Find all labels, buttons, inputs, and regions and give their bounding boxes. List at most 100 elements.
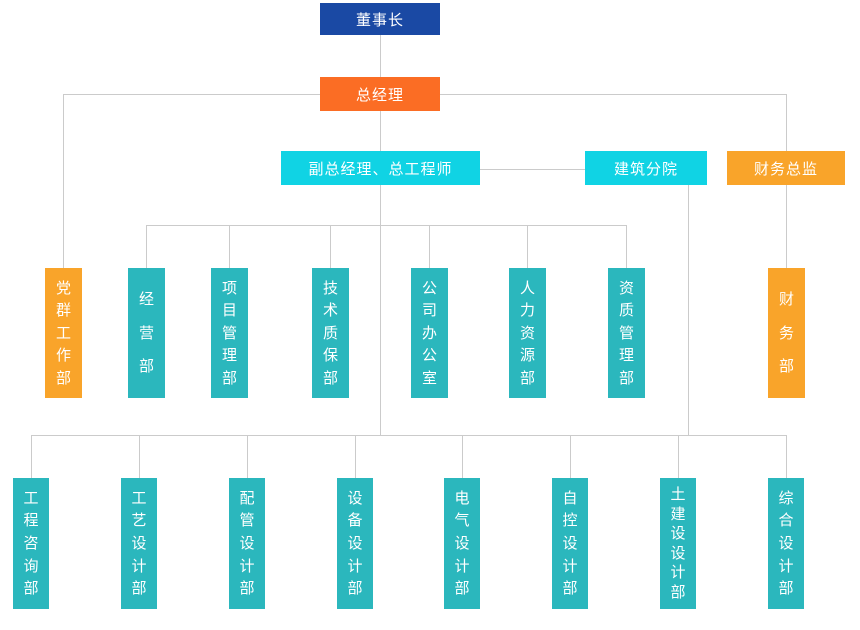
org-node-label-char: 电 xyxy=(454,488,470,507)
org-node-business-dept: 经营部 xyxy=(128,268,165,398)
org-node-label-char: 管 xyxy=(239,511,255,530)
org-node-label-char: 资 xyxy=(519,323,535,342)
org-node-label-char: 设 xyxy=(347,488,363,507)
org-node-piping-design-dept: 配管设计部 xyxy=(229,478,265,609)
org-node-equipment-design-dept: 设备设计部 xyxy=(337,478,373,609)
connector-drop-automation-design xyxy=(570,435,571,478)
org-node-label: 董事长 xyxy=(355,10,404,29)
org-node-label-char: 计 xyxy=(239,556,255,575)
org-node-label-char: 设 xyxy=(454,533,470,552)
connector-drop-hr-dept xyxy=(527,225,528,268)
org-node-label: 总经理 xyxy=(355,85,404,104)
org-node-label-char: 群 xyxy=(55,301,71,319)
org-node-label-char: 设 xyxy=(347,533,363,552)
org-node-architecture-branch: 建筑分院 xyxy=(585,151,707,185)
org-node-label-char: 工 xyxy=(131,488,147,507)
org-node-electrical-design-dept: 电气设计部 xyxy=(444,478,480,609)
connector-drop-project-dept xyxy=(229,225,230,268)
org-node-label-char: 询 xyxy=(23,556,39,575)
org-node-label-char: 综 xyxy=(778,488,794,507)
org-node-label-char: 设 xyxy=(778,533,794,552)
org-node-label-char: 作 xyxy=(55,346,71,364)
org-node-label-char: 计 xyxy=(347,556,363,575)
connector-deputy-down-trunk xyxy=(380,185,381,435)
org-node-label-char: 务 xyxy=(778,323,794,342)
org-node-label-char: 经 xyxy=(138,289,154,308)
org-node-label-char: 设 xyxy=(239,533,255,552)
org-node-label-char: 部 xyxy=(670,582,686,601)
org-node-label-char: 司 xyxy=(421,301,437,319)
org-node-label-char: 气 xyxy=(454,511,470,530)
org-node-label-char: 部 xyxy=(778,357,794,376)
connector-drop-engineering-consulting xyxy=(31,435,32,478)
org-node-label-char: 计 xyxy=(131,556,147,575)
org-node-label-char: 部 xyxy=(322,368,338,387)
org-node-label-char: 计 xyxy=(670,563,686,582)
org-node-label-char: 部 xyxy=(138,357,154,376)
org-node-label-char: 术 xyxy=(322,301,338,319)
org-node-label-char: 土 xyxy=(670,485,686,504)
org-node-label-char: 设 xyxy=(670,524,686,543)
connector-drop-qualification-dept xyxy=(626,225,627,268)
org-node-finance-director: 财务总监 xyxy=(727,151,845,185)
org-node-label-char: 室 xyxy=(421,368,437,387)
org-node-label-char: 管 xyxy=(618,323,634,342)
org-node-label-char: 公 xyxy=(421,278,437,297)
org-node-label-char: 部 xyxy=(131,579,147,598)
org-node-label-char: 部 xyxy=(347,579,363,598)
org-node-label-char: 部 xyxy=(55,368,71,387)
org-node-label-char: 资 xyxy=(618,278,634,297)
org-node-label-char: 部 xyxy=(221,368,237,387)
org-node-label-char: 工 xyxy=(55,323,71,342)
org-node-label-char: 配 xyxy=(239,488,255,507)
connector-gm-deputy xyxy=(380,111,381,151)
org-node-label-char: 质 xyxy=(322,323,338,342)
org-node-party-mass-work-dept: 党群工作部 xyxy=(45,268,82,398)
org-node-label-char: 计 xyxy=(454,556,470,575)
org-node-company-office: 公司办公室 xyxy=(411,268,448,398)
org-node-hr-dept: 人力资源部 xyxy=(509,268,546,398)
org-node-civil-design-dept: 土建设设计部 xyxy=(660,478,696,609)
org-node-deputy-gm-chief-engineer: 副总经理、总工程师 xyxy=(281,151,480,185)
org-node-label-char: 设 xyxy=(131,533,147,552)
connector-drop-general-design xyxy=(786,435,787,478)
connector-drop-finance-director xyxy=(786,94,787,151)
org-node-automation-design-dept: 自控设计部 xyxy=(552,478,588,609)
org-node-label-char: 技 xyxy=(322,278,338,297)
org-node-label-char: 理 xyxy=(618,346,634,364)
org-node-label-char: 计 xyxy=(778,556,794,575)
org-node-label-char: 部 xyxy=(618,368,634,387)
connector-drop-piping-design xyxy=(247,435,248,478)
org-node-process-design-dept: 工艺设计部 xyxy=(121,478,157,609)
connector-drop-technical-dept xyxy=(330,225,331,268)
connector-gm-right-bus xyxy=(440,94,786,95)
org-node-general-design-dept: 综合设计部 xyxy=(768,478,804,609)
org-node-qualification-management-dept: 资质管理部 xyxy=(608,268,645,398)
org-node-label: 建筑分院 xyxy=(613,159,678,178)
org-node-label-char: 设 xyxy=(562,533,578,552)
connector-finance-director-dept xyxy=(786,185,787,268)
org-node-label-char: 程 xyxy=(23,511,39,530)
org-node-label-char: 目 xyxy=(221,301,237,319)
org-node-label-char: 工 xyxy=(23,488,39,507)
org-node-label-char: 理 xyxy=(221,346,237,364)
org-node-label-char: 财 xyxy=(778,289,794,308)
org-node-label-char: 营 xyxy=(138,323,154,342)
org-node-label-char: 部 xyxy=(239,579,255,598)
org-node-label-char: 保 xyxy=(322,346,338,364)
org-node-finance-dept: 财务部 xyxy=(768,268,805,398)
org-node-label-char: 部 xyxy=(778,579,794,598)
org-node-label-char: 艺 xyxy=(131,511,147,530)
org-node-label-char: 计 xyxy=(562,556,578,575)
org-node-label-char: 力 xyxy=(519,301,535,319)
connector-drop-company-office xyxy=(429,225,430,268)
org-node-label-char: 部 xyxy=(454,579,470,598)
connector-drop-process-design xyxy=(139,435,140,478)
org-node-general-manager: 总经理 xyxy=(320,77,440,111)
org-node-label-char: 党 xyxy=(55,278,71,297)
org-node-label: 财务总监 xyxy=(753,159,818,178)
org-node-label-char: 管 xyxy=(221,323,237,342)
org-node-engineering-consulting-dept: 工程咨询部 xyxy=(13,478,49,609)
org-node-label-char: 人 xyxy=(519,278,535,297)
